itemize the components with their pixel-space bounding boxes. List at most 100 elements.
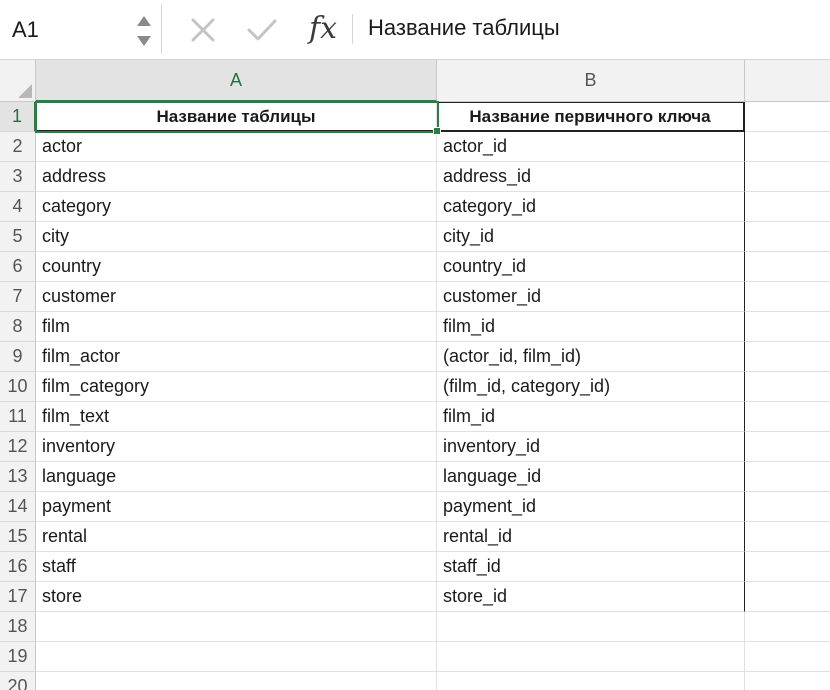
row-header[interactable]: 20 [0,672,36,690]
cell-c[interactable] [745,132,830,162]
name-box[interactable]: A1 [0,4,162,54]
cell-a[interactable]: Название таблицы [36,102,437,132]
cell-a[interactable]: film_text [36,402,437,432]
cell-b[interactable]: (film_id, category_id) [437,372,745,402]
row-header[interactable]: 6 [0,252,36,282]
cell-a[interactable]: address [36,162,437,192]
cell-c[interactable] [745,222,830,252]
cell-c[interactable] [745,342,830,372]
cell-c[interactable] [745,582,830,612]
cell-a[interactable]: country [36,252,437,282]
row-header[interactable]: 16 [0,552,36,582]
check-icon[interactable] [242,10,282,50]
cell-a[interactable]: city [36,222,437,252]
row-header[interactable]: 3 [0,162,36,192]
chevron-down-icon[interactable] [137,36,151,46]
cell-c[interactable] [745,552,830,582]
column-header-c[interactable] [745,60,830,102]
cell-a[interactable] [36,612,437,642]
cell-b[interactable] [437,612,745,642]
formula-bar-divider [352,14,353,44]
cell-c[interactable] [745,102,830,132]
cell-a[interactable]: language [36,462,437,492]
row-header[interactable]: 10 [0,372,36,402]
cell-a[interactable]: store [36,582,437,612]
cell-a[interactable]: category [36,192,437,222]
row-header[interactable]: 5 [0,222,36,252]
cell-b[interactable]: city_id [437,222,745,252]
cell-b[interactable]: customer_id [437,282,745,312]
row-header[interactable]: 13 [0,462,36,492]
cell-b[interactable]: rental_id [437,522,745,552]
row-header[interactable]: 4 [0,192,36,222]
row-header[interactable]: 7 [0,282,36,312]
cell-c[interactable] [745,282,830,312]
cell-c[interactable] [745,522,830,552]
row-header[interactable]: 9 [0,342,36,372]
cancel-icon[interactable] [186,10,220,50]
cell-c[interactable] [745,672,830,690]
cell-a[interactable]: film [36,312,437,342]
row-header[interactable]: 11 [0,402,36,432]
row-header[interactable]: 12 [0,432,36,462]
cell-b[interactable]: staff_id [437,552,745,582]
cell-a[interactable] [36,672,437,690]
row-header[interactable]: 19 [0,642,36,672]
row-header[interactable]: 1 [0,102,36,132]
cell-b[interactable]: inventory_id [437,432,745,462]
cell-b[interactable]: actor_id [437,132,745,162]
cell-a[interactable]: customer [36,282,437,312]
cell-b[interactable]: (actor_id, film_id) [437,342,745,372]
row-header[interactable]: 8 [0,312,36,342]
cell-a[interactable]: staff [36,552,437,582]
cell-b[interactable]: Название первичного ключа [437,102,745,132]
cell-b[interactable]: film_id [437,312,745,342]
cell-c[interactable] [745,192,830,222]
name-box-stepper[interactable] [134,14,154,50]
row-header[interactable]: 17 [0,582,36,612]
cell-b[interactable] [437,642,745,672]
function-icon[interactable]: fx [308,10,338,46]
row-header[interactable]: 14 [0,492,36,522]
cell-c[interactable] [745,612,830,642]
cell-b[interactable]: store_id [437,582,745,612]
row-header[interactable]: 2 [0,132,36,162]
row-header[interactable]: 15 [0,522,36,552]
column-header-b[interactable]: B [437,60,745,102]
cell-a[interactable] [36,642,437,672]
cell-c[interactable] [745,402,830,432]
cell-c[interactable] [745,162,830,192]
column-header-a[interactable]: A [36,60,437,102]
cell-b[interactable]: category_id [437,192,745,222]
cell-c[interactable] [745,432,830,462]
cell-a[interactable]: actor [36,132,437,162]
cell-c[interactable] [745,252,830,282]
cell-a[interactable]: payment [36,492,437,522]
cell-c[interactable] [745,372,830,402]
cell-a[interactable]: inventory [36,432,437,462]
chevron-up-icon[interactable] [137,16,151,26]
cell-a[interactable]: film_actor [36,342,437,372]
cell-b[interactable]: film_id [437,402,745,432]
cell-c[interactable] [745,312,830,342]
cell-c[interactable] [745,462,830,492]
fill-handle[interactable] [433,127,441,135]
formula-input[interactable]: Название таблицы [368,15,560,40]
cell-b[interactable]: payment_id [437,492,745,522]
cell-c[interactable] [745,492,830,522]
cell-a[interactable]: film_category [36,372,437,402]
cell-b[interactable]: country_id [437,252,745,282]
select-all-corner[interactable] [0,60,36,102]
cell-a[interactable]: rental [36,522,437,552]
cell-b[interactable] [437,672,745,690]
cell-b[interactable]: address_id [437,162,745,192]
cell-b[interactable]: language_id [437,462,745,492]
row-header[interactable]: 18 [0,612,36,642]
cell-c[interactable] [745,642,830,672]
